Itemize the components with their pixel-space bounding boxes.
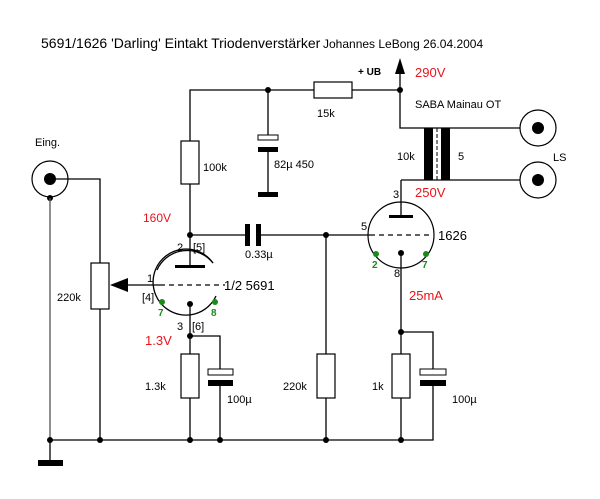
tube1-anode-voltage: 160V (143, 211, 171, 225)
resistor-15k: 15k (313, 81, 353, 120)
tube1-name: 1/2 5691 (224, 278, 275, 293)
capacitor-100u-1-label: 100µ (227, 394, 252, 406)
tube2-pin-anode: 3 (393, 189, 399, 201)
tube-5691: 2 [5] 1 [4] 7 8 3 [6] 1/2 5691 (142, 235, 275, 336)
tube1-cathode-voltage: 1.3V (145, 333, 172, 348)
transformer-label: SABA Mainau OT (415, 99, 501, 111)
tube2-current: 25mA (409, 288, 443, 303)
tube2-heater-pin-b: 7 (422, 260, 428, 271)
tube1-pin-anode: 2 (177, 242, 183, 254)
output-transformer: SABA Mainau OT 10k 5 (397, 90, 537, 181)
title: 5691/1626 'Darling' Eintakt Triodenverst… (41, 35, 321, 51)
transformer-secondary-label: 5 (458, 151, 464, 163)
author-date: Johannes LeBong 26.04.2004 (323, 37, 483, 51)
tube1-pin-cathode: 3 (177, 321, 183, 333)
capacitor-coupling: 0.33µ (190, 224, 370, 261)
input-label: Eing. (35, 137, 60, 149)
resistor-grid-220k: 220k (283, 235, 336, 440)
supply-voltage: 290V (415, 65, 446, 80)
tube1-pin-anode-alt: [5] (193, 242, 205, 254)
resistor-100k-label: 100k (203, 162, 227, 174)
tube2-anode-voltage: 250V (415, 185, 446, 200)
capacitor-100u-2-label: 100µ (452, 394, 477, 406)
resistor-220k-label: 220k (283, 381, 307, 393)
tube1-pin-grid-alt: [4] (142, 292, 154, 304)
tube2-pin-grid: 5 (361, 221, 367, 233)
cathode-network-1: 1.3k 100µ (145, 333, 252, 440)
tube1-heater-pin-a: 7 (158, 308, 164, 319)
resistor-100k: 100k (180, 140, 227, 235)
tube1-heater-pin-b: 8 (211, 308, 217, 319)
tube1-pin-cathode-alt: [6] (192, 321, 204, 333)
tube2-pin-cathode: 8 (394, 268, 400, 280)
capacitor-coupling-label: 0.33µ (245, 249, 273, 261)
ground-icon (38, 460, 63, 466)
supply-label: + UB (358, 67, 381, 78)
capacitor-82u-label: 82µ 450 (274, 159, 314, 171)
speaker-label: LS (553, 152, 566, 164)
input-jack: Eing. (31, 137, 101, 440)
ground-rail (38, 437, 404, 466)
cathode-network-2: 1k 100µ (372, 329, 477, 441)
supply-arrow-icon (395, 58, 405, 74)
transformer-primary-label: 10k (397, 151, 415, 163)
resistor-1k3-label: 1.3k (145, 381, 166, 393)
wiper-arrow-icon (110, 278, 128, 292)
capacitor-82u: 82µ 450 (257, 90, 314, 197)
potentiometer-220k: 220k (57, 262, 160, 440)
tube-1626: 3 5 2 7 8 1626 (361, 180, 467, 332)
tube2-heater-pin-a: 2 (372, 260, 378, 271)
resistor-1k-label: 1k (372, 381, 384, 393)
tube2-name: 1626 (438, 228, 467, 243)
potentiometer-label: 220k (57, 292, 81, 304)
tube1-pin-grid: 1 (147, 273, 153, 285)
speaker-jacks: LS (519, 109, 566, 199)
resistor-15k-label: 15k (317, 108, 335, 120)
